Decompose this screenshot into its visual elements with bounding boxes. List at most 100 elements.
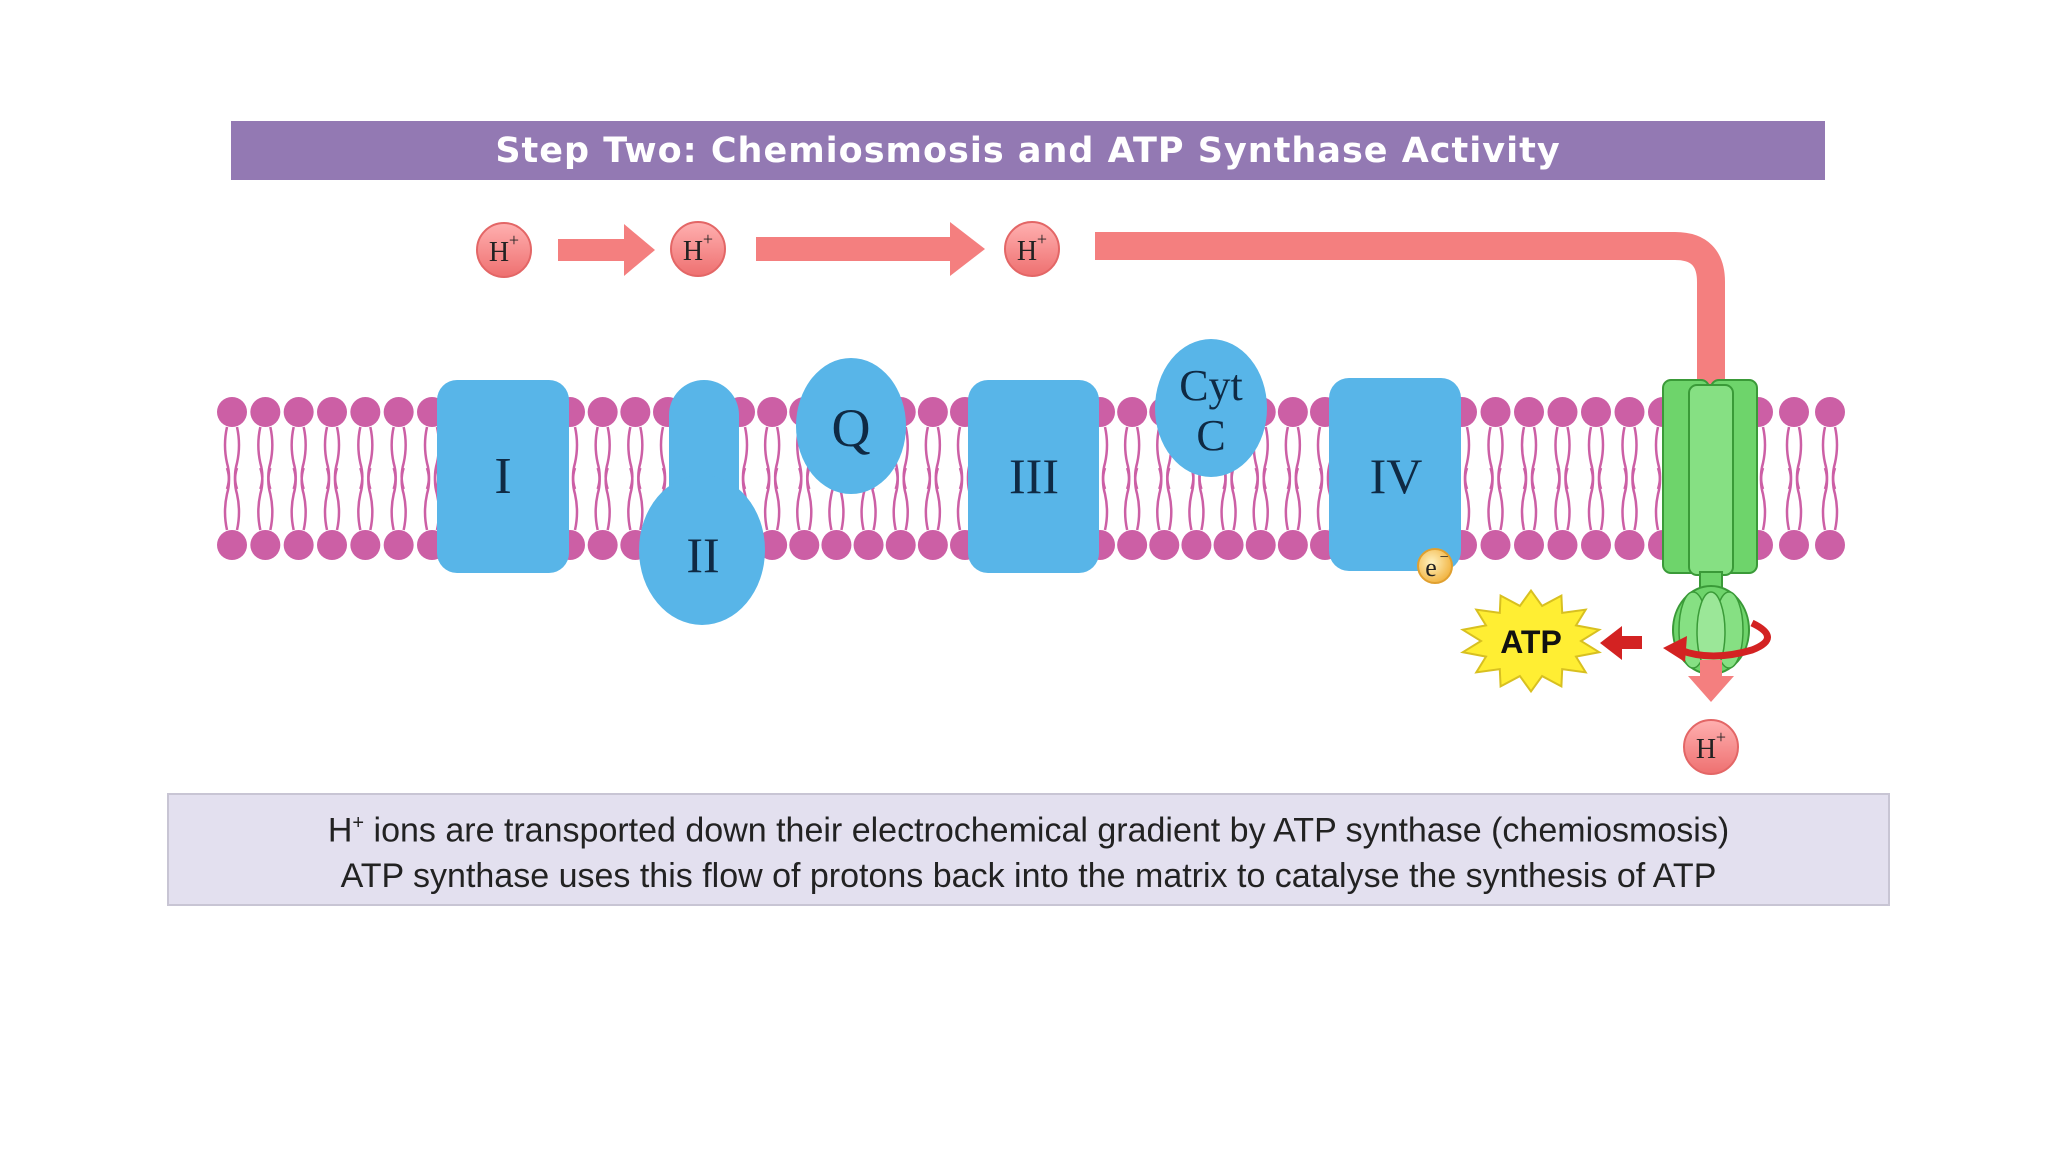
- lipid-head: [217, 530, 247, 560]
- lipid-tail: [390, 467, 397, 531]
- atp-label: ATP: [1500, 624, 1562, 660]
- lipid-tail: [1284, 467, 1292, 531]
- lipid-tail: [1156, 467, 1163, 531]
- lipid-tail: [1497, 467, 1504, 531]
- lipid-head: [1547, 530, 1578, 560]
- lipid-tail: [604, 467, 611, 531]
- lipid-head: [1480, 530, 1511, 560]
- lipid-head: [1245, 530, 1276, 560]
- lipid-tail: [1554, 467, 1561, 531]
- lipid-head: [587, 397, 618, 427]
- lipid-tail: [1520, 467, 1528, 531]
- cytc-label-line1: Cyt: [1179, 361, 1243, 410]
- complex-iii: III: [968, 380, 1099, 573]
- lipid-head: [1779, 397, 1809, 427]
- title-banner: Step Two: Chemiosmosis and ATP Synthase …: [231, 121, 1825, 180]
- lipid-head: [383, 397, 414, 427]
- lipid-tail: [400, 467, 407, 531]
- lipid-tail: [323, 467, 331, 531]
- lipid-tail: [1564, 467, 1571, 531]
- lipid-tail: [1831, 467, 1839, 531]
- lipid-tail: [773, 467, 781, 531]
- lipid-tail: [1487, 467, 1494, 531]
- lipid-tail: [796, 467, 803, 531]
- lipid-head: [1117, 397, 1148, 427]
- proton-exit-arrow: [1688, 660, 1734, 702]
- lipid-tail: [1294, 467, 1302, 531]
- rotation-arrow: [1663, 619, 1771, 662]
- lipid-tail: [267, 467, 274, 531]
- lipid-head: [587, 530, 618, 560]
- lipid-head: [250, 530, 281, 560]
- lipid-tail: [1463, 467, 1471, 531]
- cytc-label-line2: C: [1196, 411, 1225, 460]
- proton-3-label: H: [1017, 236, 1037, 267]
- lipid-head: [1614, 397, 1645, 427]
- proton-flow-arrow-1: [558, 224, 655, 276]
- lipid-head: [1480, 397, 1511, 427]
- complex-i-label: I: [494, 448, 511, 505]
- lipid-tail: [223, 467, 231, 531]
- lipid-tail: [233, 467, 241, 531]
- lipid-tail: [627, 467, 634, 531]
- lipid-tail: [290, 467, 297, 531]
- lipid-tail: [1795, 467, 1803, 531]
- lipid-head: [821, 530, 852, 560]
- lipid-tail: [902, 467, 909, 531]
- lipid-head: [383, 530, 414, 560]
- complex-ii: II: [639, 380, 765, 625]
- lipid-tail: [1759, 467, 1767, 531]
- lipid-head: [1514, 397, 1544, 427]
- caption-box: H+ ions are transported down their elect…: [167, 793, 1890, 906]
- lipid-tail: [924, 467, 932, 531]
- lipid-head: [789, 530, 820, 560]
- lipid-head: [1181, 530, 1212, 560]
- complex-iii-label: III: [1009, 448, 1059, 504]
- lipid-head: [1117, 530, 1148, 560]
- atp-output-arrow: [1600, 626, 1642, 660]
- lipid-head: [1614, 530, 1645, 560]
- lipid-tail: [892, 467, 899, 531]
- lipid-head: [350, 530, 381, 560]
- lipid-tail: [1101, 467, 1109, 531]
- proton-matrix-charge: +: [1716, 727, 1726, 747]
- lipid-head: [1779, 530, 1809, 560]
- lipid-tail: [300, 467, 307, 531]
- caption-line-2: ATP synthase uses this flow of protons b…: [340, 857, 1717, 896]
- lipid-tail: [1631, 467, 1638, 531]
- lipid-tail: [1597, 467, 1605, 531]
- lipid-head: [1815, 530, 1845, 560]
- lipid-head: [620, 397, 651, 427]
- proton-1: H +: [476, 222, 532, 278]
- lipid-tail: [956, 467, 964, 531]
- lipid-tail: [1785, 467, 1793, 531]
- ubiquinone-q: Q: [796, 358, 906, 494]
- lipid-head: [1213, 530, 1244, 560]
- proton-matrix: H +: [1683, 719, 1739, 775]
- lipid-head: [917, 530, 948, 560]
- lipid-tail: [423, 467, 431, 531]
- lipid-head: [250, 397, 281, 427]
- lipid-tail: [1252, 467, 1259, 531]
- lipid-tail: [571, 467, 579, 531]
- proton-flow-path-to-synthase: [1095, 232, 1725, 392]
- lipid-tail: [1654, 467, 1662, 531]
- lipid-tail: [1188, 467, 1195, 531]
- lipid-tail: [1530, 467, 1538, 531]
- proton-2-charge: +: [703, 229, 713, 249]
- lipid-tail: [1123, 467, 1131, 531]
- electron: e −: [1417, 548, 1453, 584]
- lipid-tail: [1198, 467, 1205, 531]
- lipid-head: [1277, 397, 1308, 427]
- complex-ii-label: II: [686, 527, 719, 583]
- lipid-head: [283, 397, 314, 427]
- lipid-tail: [1262, 467, 1269, 531]
- electron-charge: −: [1439, 549, 1448, 566]
- complex-iv-label: IV: [1370, 448, 1423, 504]
- lipid-tail: [1316, 467, 1324, 531]
- caption-line-1: H+ ions are transported down their elect…: [327, 811, 1730, 850]
- lipid-head: [283, 530, 314, 560]
- lipid-tail: [806, 467, 813, 531]
- proton-3: H +: [1004, 221, 1060, 277]
